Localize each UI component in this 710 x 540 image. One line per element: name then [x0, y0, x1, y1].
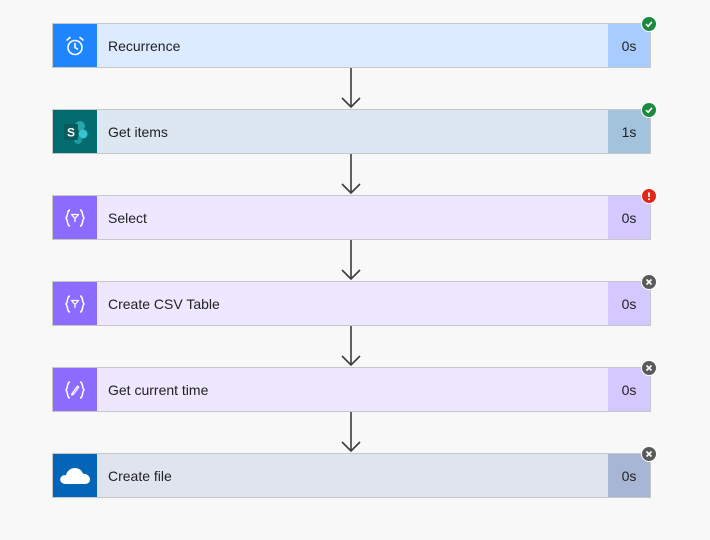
- flow-arrow: [341, 412, 361, 453]
- error-status-icon: [641, 188, 657, 204]
- step-duration: 0s: [608, 454, 650, 497]
- step-title: Create CSV Table: [108, 295, 220, 312]
- step-create-file[interactable]: Create file 0s: [52, 453, 651, 498]
- step-select[interactable]: Select 0s: [52, 195, 651, 240]
- step-title: Create file: [108, 467, 172, 484]
- step-duration: 1s: [608, 110, 650, 153]
- step-create-csv-table[interactable]: Create CSV Table 0s: [52, 281, 651, 326]
- skipped-status-icon: [641, 446, 657, 462]
- flow-arrow: [341, 68, 361, 109]
- onedrive-icon-box: [53, 454, 97, 497]
- step-title: Select: [108, 209, 147, 226]
- step-duration: 0s: [608, 24, 650, 67]
- step-duration: 0s: [608, 282, 650, 325]
- success-status-icon: [641, 102, 657, 118]
- data-operation-icon: [64, 294, 86, 313]
- step-duration: 0s: [608, 196, 650, 239]
- skipped-status-icon: [641, 274, 657, 290]
- data-operation-icon-box: [53, 282, 97, 325]
- flow-arrow: [341, 154, 361, 195]
- success-status-icon: [641, 16, 657, 32]
- step-duration: 0s: [608, 368, 650, 411]
- step-title: Get items: [108, 123, 168, 140]
- data-operation-icon: [64, 208, 86, 227]
- onedrive-icon: [60, 467, 90, 484]
- alarm-clock-icon: [66, 36, 84, 55]
- step-get-current-time[interactable]: Get current time 0s: [52, 367, 651, 412]
- step-get-items[interactable]: S Get items 1s: [52, 109, 651, 154]
- skipped-status-icon: [641, 360, 657, 376]
- date-time-icon: [64, 380, 86, 399]
- sharepoint-icon-box: S: [53, 110, 97, 153]
- date-time-icon-box: [53, 368, 97, 411]
- data-operation-icon-box: [53, 196, 97, 239]
- step-recurrence[interactable]: Recurrence 0s: [52, 23, 651, 68]
- step-title: Recurrence: [108, 37, 181, 54]
- flow-arrow: [341, 326, 361, 367]
- flow-arrow: [341, 240, 361, 281]
- sharepoint-icon: S: [64, 120, 88, 144]
- recurrence-icon-box: [53, 24, 97, 67]
- svg-text:S: S: [67, 125, 75, 139]
- step-title: Get current time: [108, 381, 209, 398]
